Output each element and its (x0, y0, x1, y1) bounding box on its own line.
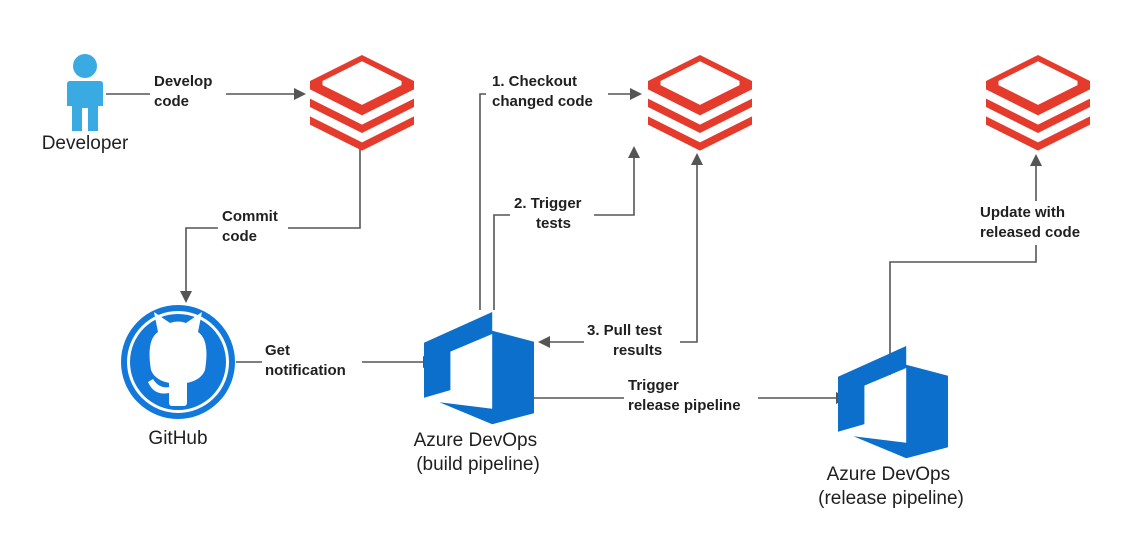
databricks-icon (310, 55, 414, 151)
connector-pull-results (538, 153, 703, 348)
developer-label: Developer (42, 133, 129, 154)
edge-label-update-released: Update with released code (980, 204, 1080, 241)
person-icon (67, 54, 103, 131)
azure-devops-icon (424, 312, 534, 425)
edge-label-get-notification: Get notification (265, 342, 346, 379)
build-pipeline-label: Azure DevOps (build pipeline) (414, 430, 543, 475)
databricks-icon (986, 55, 1090, 151)
connector-update-released (889, 154, 1042, 375)
edge-label-pull-results: 3. Pull test results (587, 322, 666, 359)
edge-label-trigger-release: Trigger release pipeline (628, 377, 741, 414)
github-octocat-icon (121, 305, 235, 419)
release-pipeline-label: Azure DevOps (release pipeline) (818, 464, 964, 509)
edge-label-develop-code: Develop code (154, 73, 217, 110)
databricks-icon (648, 55, 752, 151)
azure-devops-icon (838, 346, 948, 459)
github-label: GitHub (148, 428, 207, 449)
edge-label-checkout: 1. Checkout changed code (492, 73, 593, 110)
edge-label-commit-code: Commit code (222, 208, 282, 245)
edge-label-trigger-tests: 2. Trigger tests (514, 195, 586, 232)
